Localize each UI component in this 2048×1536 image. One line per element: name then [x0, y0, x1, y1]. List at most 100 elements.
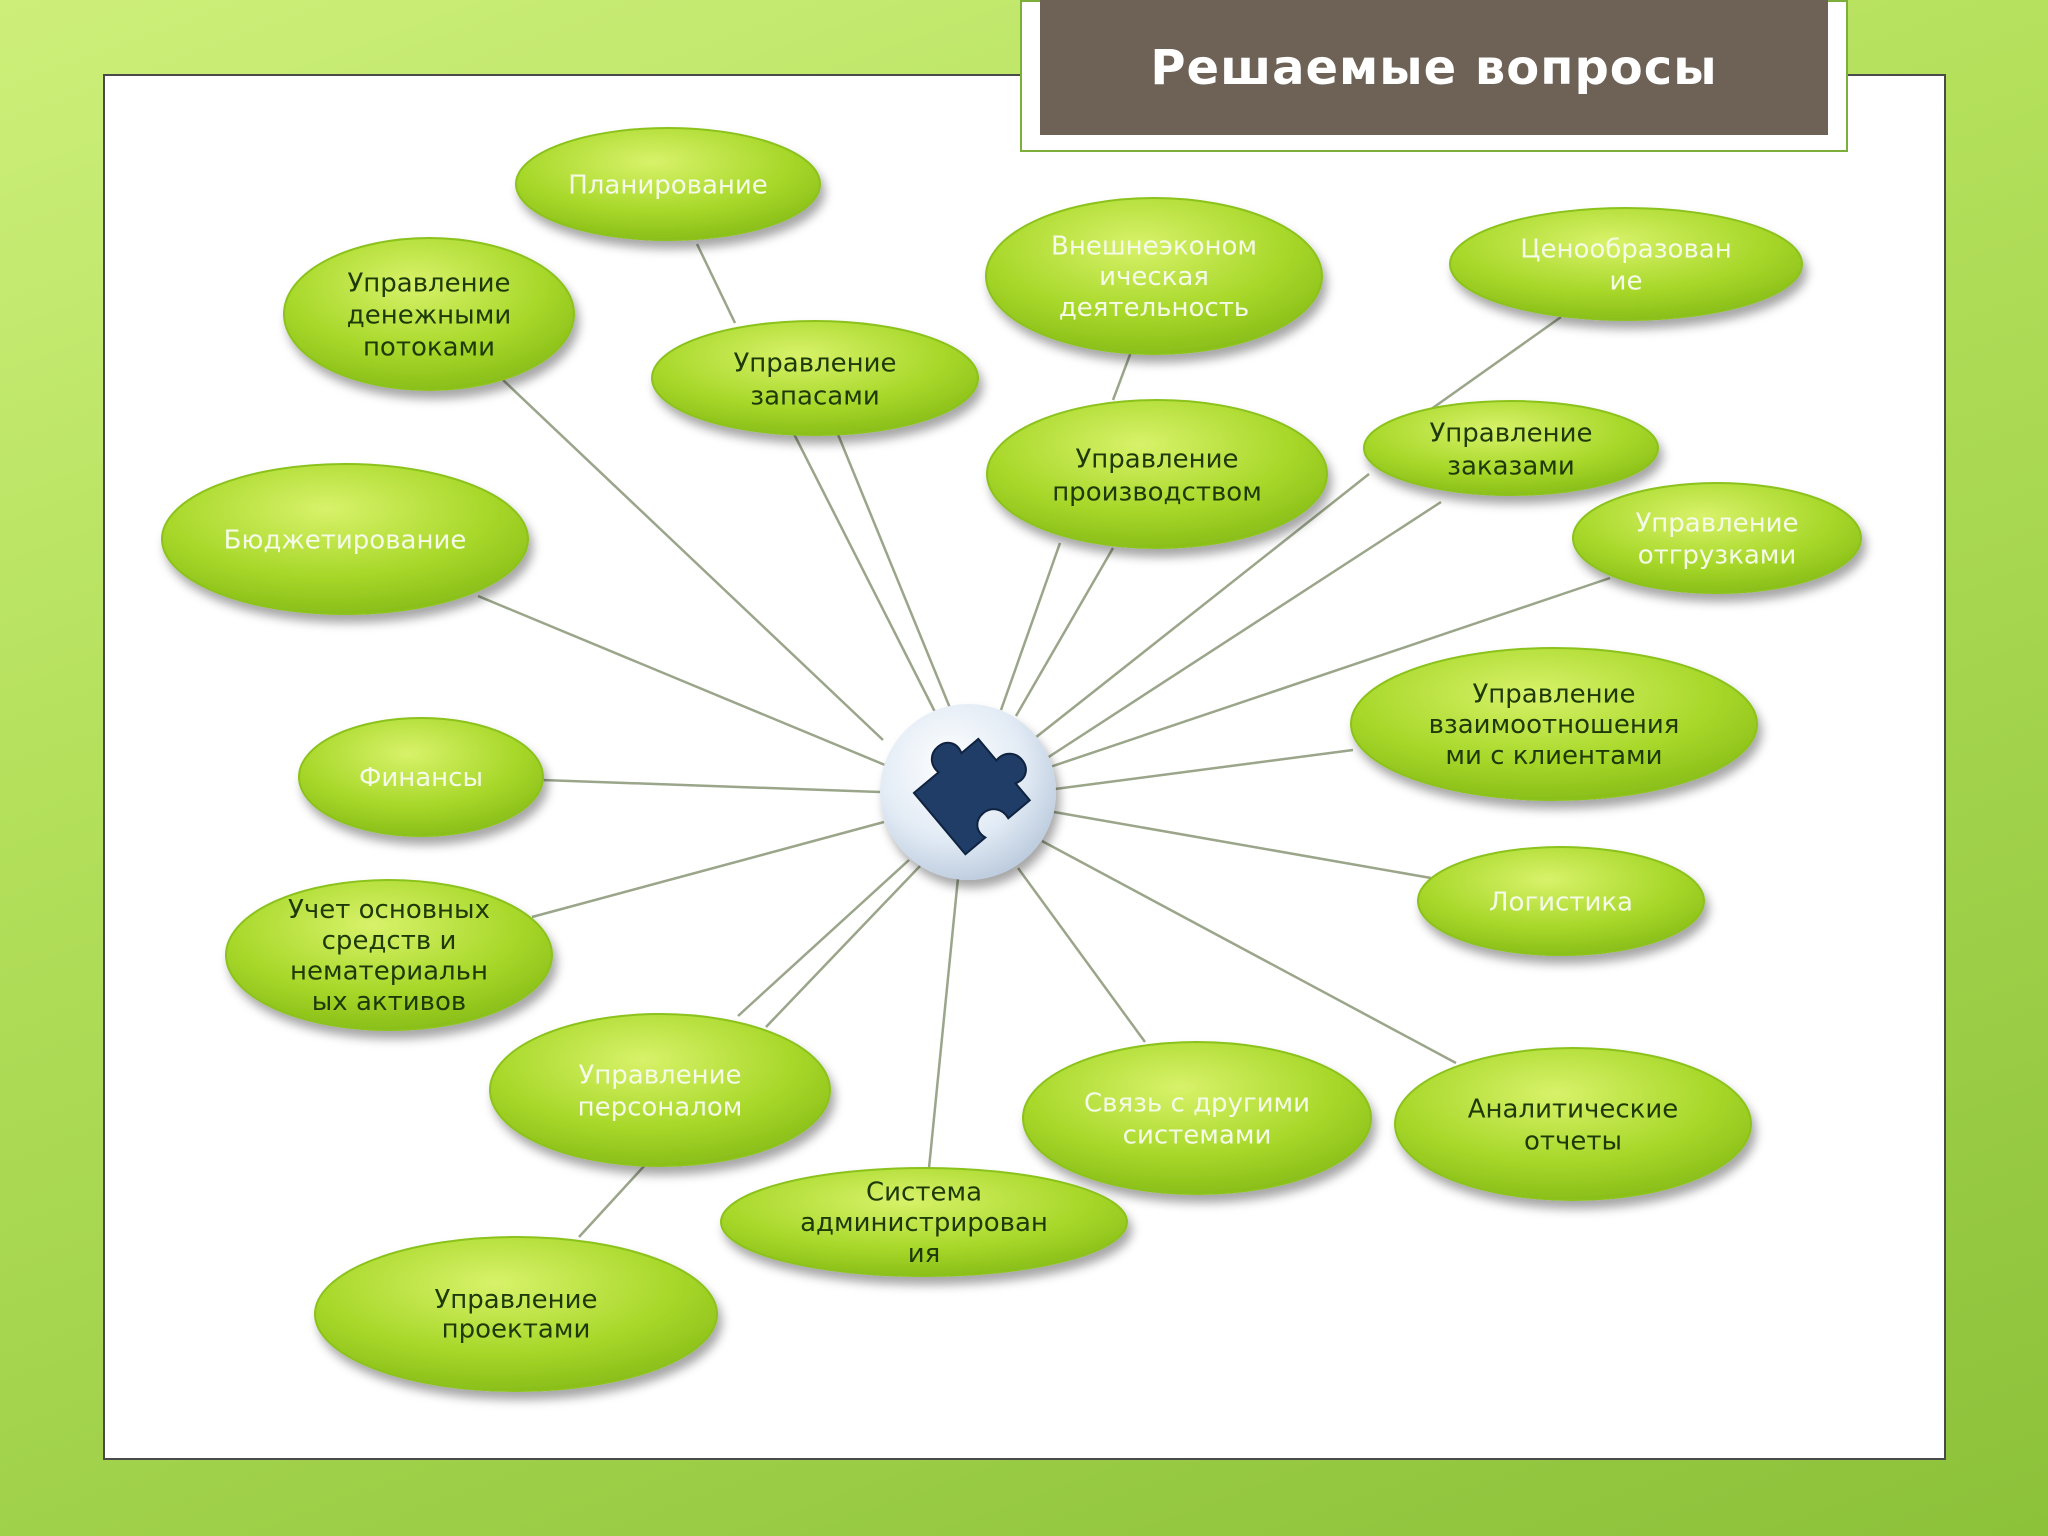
node-ellipse	[1394, 1047, 1752, 1201]
connector-line	[1053, 810, 1432, 880]
node-label-line: Связь с другими	[1084, 1089, 1310, 1119]
node-label-line: Финансы	[359, 763, 483, 793]
connector-line	[1111, 351, 1133, 401]
title-banner: Решаемые вопросы	[1040, 0, 1828, 135]
node-label-line: Планирование	[568, 170, 768, 200]
node-logistics: Логистика	[1417, 846, 1705, 956]
nodes: ПланированиеУправлениеденежнымипотокамиУ…	[161, 127, 1862, 1392]
node-label-line: отгрузками	[1638, 540, 1797, 570]
node-ellipse	[1363, 400, 1659, 496]
node-ellipse	[314, 1236, 718, 1392]
node-ellipse	[1449, 207, 1803, 321]
node-label-line: взаимоотношения	[1429, 710, 1680, 740]
node-ellipse	[985, 197, 1323, 355]
node-label-line: отчеты	[1524, 1126, 1622, 1156]
node-label-line: средств и	[322, 926, 457, 956]
node-ellipse	[225, 879, 553, 1031]
node-label-line: запасами	[750, 381, 879, 411]
node-ellipse	[651, 320, 979, 436]
node-planning: Планирование	[515, 127, 821, 241]
node-label-line: ия	[908, 1239, 941, 1269]
node-label-line: Управление	[1429, 418, 1592, 448]
connectors	[477, 243, 1611, 1238]
connector-line	[999, 542, 1062, 711]
connector-line	[1014, 547, 1115, 717]
node-ellipse	[515, 127, 821, 241]
connector-line	[1041, 839, 1457, 1065]
node-label-line: Управление	[733, 348, 896, 378]
connector-line	[541, 778, 881, 794]
node-label-line: Бюджетирование	[224, 525, 467, 555]
connector-line	[531, 820, 885, 919]
connector-line	[477, 594, 886, 767]
node-ellipse	[1022, 1041, 1372, 1195]
node-label-line: производством	[1052, 477, 1262, 507]
node-ellipse	[161, 463, 529, 615]
node-label-line: ическая	[1099, 262, 1209, 292]
node-label-line: ых активов	[312, 987, 466, 1017]
puzzle-piece-icon	[912, 737, 1032, 856]
connector-line	[835, 431, 952, 709]
connector-line	[927, 877, 960, 1169]
connector-line	[765, 865, 921, 1028]
node-label-line: системами	[1123, 1120, 1272, 1150]
node-label-line: администрирован	[800, 1208, 1048, 1238]
connector-line	[1054, 748, 1354, 791]
node-ellipse	[1417, 846, 1705, 956]
node-label-line: Управление	[1472, 679, 1635, 709]
node-label-line: денежными	[347, 300, 511, 330]
node-label-line: проектами	[442, 1315, 591, 1345]
node-budgeting: Бюджетирование	[161, 463, 529, 615]
connector-line	[1034, 473, 1370, 739]
node-ellipse	[1350, 647, 1758, 801]
node-label-line: Учет основных	[288, 895, 490, 925]
title-box: Решаемые вопросы	[1020, 0, 1848, 152]
node-label-line: Управление	[347, 269, 510, 299]
node-ellipse	[986, 399, 1328, 549]
node-label-line: потоками	[363, 332, 495, 362]
node-label-line: Система	[866, 1177, 982, 1207]
node-label-line: Управление	[434, 1285, 597, 1315]
slide-title: Решаемые вопросы	[1150, 39, 1718, 96]
connector-line	[791, 431, 937, 713]
node-label-line: деятельность	[1059, 293, 1249, 323]
connector-line	[737, 859, 910, 1017]
node-label-line: Внешнеэконом	[1051, 231, 1257, 261]
node-label-line: нематериальн	[290, 956, 488, 986]
central-hub	[880, 704, 1056, 880]
connector-line	[1049, 576, 1611, 769]
node-label-line: заказами	[1447, 451, 1575, 481]
node-ellipse	[1572, 482, 1862, 594]
node-label-line: Логистика	[1489, 887, 1633, 917]
connector-line	[1016, 867, 1147, 1043]
connector-line	[578, 1163, 647, 1238]
node-label-line: ми с клиентами	[1445, 741, 1662, 771]
node-ellipse	[283, 237, 575, 391]
connector-line	[1043, 500, 1442, 762]
node-label-line: персоналом	[578, 1092, 743, 1122]
node-label-line: ие	[1610, 266, 1643, 296]
node-label-line: Управление	[578, 1061, 741, 1091]
connector-line	[695, 243, 737, 324]
node-ellipse	[298, 717, 544, 837]
node-ellipse	[720, 1167, 1128, 1277]
node-finance: Финансы	[298, 717, 544, 837]
node-label-line: Управление	[1075, 444, 1238, 474]
node-label-line: Аналитические	[1468, 1095, 1679, 1125]
node-ellipse	[489, 1013, 831, 1167]
